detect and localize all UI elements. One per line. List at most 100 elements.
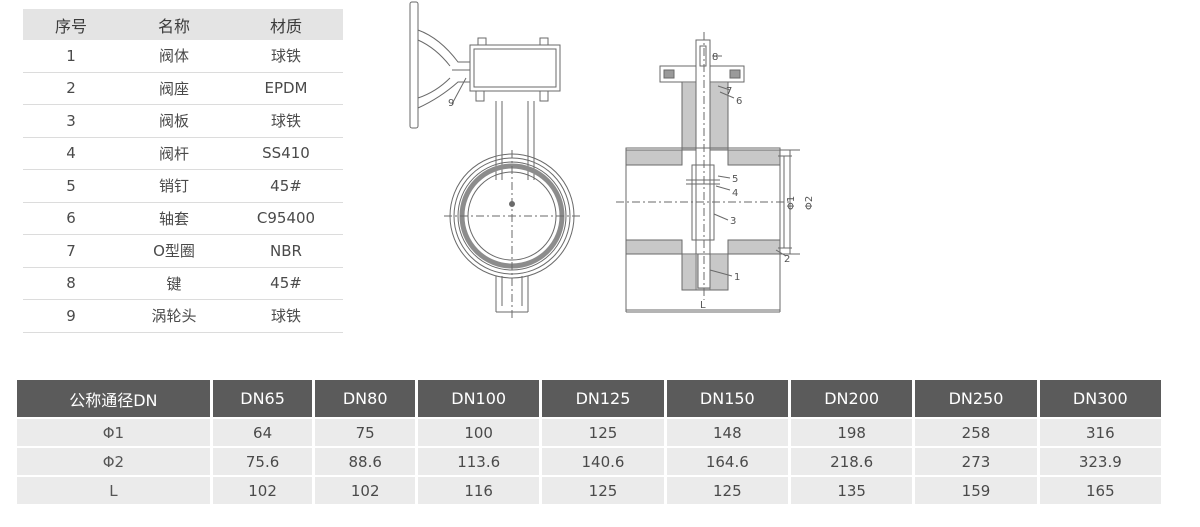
- callout-6: 6: [736, 96, 742, 107]
- cell-part-name: 轴套: [119, 202, 229, 235]
- row-label-phi1: Φ1: [17, 419, 210, 446]
- dim-label-phi2: Φ2: [804, 196, 815, 210]
- cell-value: 75.6: [212, 448, 313, 475]
- cell-value: 102: [315, 477, 415, 504]
- cell-value: 75: [315, 419, 415, 446]
- cell-value: 125: [542, 477, 664, 504]
- table-row: Φ2 75.6 88.6 113.6 140.6 164.6 218.6 273…: [17, 448, 1161, 475]
- header-material: 材质: [229, 9, 343, 40]
- cell-value: 198: [790, 419, 913, 446]
- materials-header-row: 序号 名称 材质: [23, 9, 343, 40]
- callout-5: 5: [732, 174, 738, 185]
- cell-value: 100: [418, 419, 540, 446]
- cell-value: 140.6: [542, 448, 664, 475]
- cell-material: NBR: [229, 234, 343, 268]
- cell-value: 273: [915, 448, 1037, 475]
- cell-index: 5: [23, 169, 119, 203]
- valve-body-front: [444, 150, 580, 320]
- header-dn100: DN100: [418, 380, 540, 417]
- cell-material: 球铁: [229, 104, 343, 138]
- dim-label-phi1: Φ1: [786, 196, 797, 210]
- dimension-header-row: 公称通径DN DN65 DN80 DN100 DN125 DN150 DN200…: [17, 380, 1161, 417]
- cell-value: 159: [915, 477, 1037, 504]
- table-row: 3 阀板 球铁: [23, 104, 343, 138]
- header-dn150: DN150: [666, 380, 788, 417]
- cell-part-name: 键: [119, 267, 229, 300]
- row-label-l: L: [17, 477, 210, 504]
- cell-material: 球铁: [229, 299, 343, 333]
- cell-value: 88.6: [315, 448, 415, 475]
- cell-material: 45#: [229, 267, 343, 300]
- cell-part-name: O型圈: [119, 234, 229, 268]
- header-index: 序号: [23, 9, 119, 40]
- cell-index: 1: [23, 40, 119, 73]
- callout-4: 4: [732, 188, 738, 199]
- table-row: Φ1 64 75 100 125 148 198 258 316: [17, 419, 1161, 446]
- callout-7: 7: [726, 86, 732, 97]
- header-dn250: DN250: [915, 380, 1037, 417]
- cell-part-name: 阀体: [119, 40, 229, 73]
- header-dn125: DN125: [542, 380, 664, 417]
- table-row: 9 涡轮头 球铁: [23, 299, 343, 333]
- table-row: 6 轴套 C95400: [23, 202, 343, 235]
- cell-material: SS410: [229, 137, 343, 170]
- callout-1: 1: [734, 272, 740, 283]
- table-row: L 102 102 116 125 125 135 159 165: [17, 477, 1161, 504]
- cell-value: 165: [1039, 477, 1161, 504]
- cell-value: 116: [418, 477, 540, 504]
- table-row: 8 键 45#: [23, 267, 343, 300]
- cell-value: 218.6: [790, 448, 913, 475]
- header-dn65: DN65: [212, 380, 313, 417]
- cell-value: 113.6: [418, 448, 540, 475]
- header-dn80: DN80: [315, 380, 415, 417]
- header-part-name: 名称: [119, 9, 229, 40]
- cell-material: 球铁: [229, 40, 343, 73]
- cell-value: 316: [1039, 419, 1161, 446]
- dimension-table: 公称通径DN DN65 DN80 DN100 DN125 DN150 DN200…: [14, 378, 1164, 506]
- cell-value: 258: [915, 419, 1037, 446]
- cell-value: 135: [790, 477, 913, 504]
- header-nominal-diameter: 公称通径DN: [17, 380, 210, 417]
- callout-9: 9: [448, 98, 454, 109]
- cell-index: 2: [23, 72, 119, 105]
- table-row: 7 O型圈 NBR: [23, 234, 343, 268]
- handwheel: [409, 1, 471, 129]
- cell-value: 125: [666, 477, 788, 504]
- cell-index: 6: [23, 202, 119, 235]
- dim-label-l: L: [700, 300, 706, 311]
- cell-material: C95400: [229, 202, 343, 235]
- table-row: 2 阀座 EPDM: [23, 72, 343, 105]
- cell-part-name: 阀板: [119, 104, 229, 138]
- cell-material: 45#: [229, 169, 343, 203]
- cell-part-name: 阀座: [119, 72, 229, 105]
- cell-part-name: 阀杆: [119, 137, 229, 170]
- cell-index: 9: [23, 299, 119, 333]
- cell-value: 323.9: [1039, 448, 1161, 475]
- cell-index: 3: [23, 104, 119, 138]
- cell-part-name: 销钉: [119, 169, 229, 203]
- cell-part-name: 涡轮头: [119, 299, 229, 333]
- materials-table: 序号 名称 材质 1 阀体 球铁 2 阀座 EPDM 3 阀板 球铁 4 阀杆 …: [23, 9, 343, 333]
- header-dn200: DN200: [790, 380, 913, 417]
- cell-value: 102: [212, 477, 313, 504]
- valve-drawing: 9 8 7 6 5 4 3 1 2 Φ1 Φ2 L: [409, 1, 815, 320]
- table-row: 1 阀体 球铁: [23, 40, 343, 73]
- cell-material: EPDM: [229, 72, 343, 105]
- table-row: 5 销钉 45#: [23, 169, 343, 203]
- bottom-boss: [495, 276, 529, 313]
- gearbox: [469, 37, 561, 102]
- cell-value: 148: [666, 419, 788, 446]
- table-row: 4 阀杆 SS410: [23, 137, 343, 170]
- valve-section-view: [616, 32, 800, 313]
- callout-3: 3: [730, 216, 736, 227]
- cell-index: 7: [23, 234, 119, 268]
- callout-2: 2: [784, 254, 790, 265]
- cell-value: 64: [212, 419, 313, 446]
- callout-8: 8: [712, 52, 718, 63]
- cell-value: 164.6: [666, 448, 788, 475]
- header-dn300: DN300: [1039, 380, 1161, 417]
- row-label-phi2: Φ2: [17, 448, 210, 475]
- cell-value: 125: [542, 419, 664, 446]
- cell-index: 4: [23, 137, 119, 170]
- cell-index: 8: [23, 267, 119, 300]
